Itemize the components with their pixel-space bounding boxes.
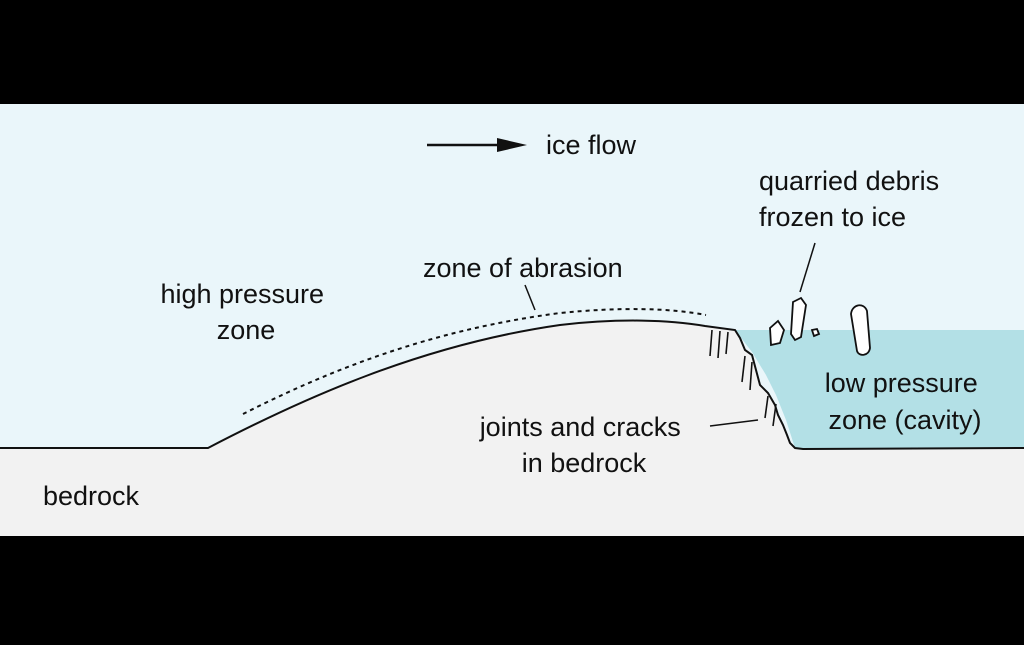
debris-leader-line (799, 242, 816, 293)
joints-line-2: in bedrock (522, 448, 647, 478)
abrasion-dashed-line (242, 308, 707, 415)
high-pressure-line-1: high pressure (160, 279, 324, 309)
low-pressure-line-1: low pressure (825, 368, 978, 398)
bedrock-area (0, 320, 1024, 536)
cavity-area (735, 330, 1024, 448)
bedrock-cracks (709, 329, 777, 427)
low-pressure-zone-label: low pressure zone (cavity) (825, 368, 986, 435)
quarried-debris-label: quarried debris frozen to ice (759, 166, 947, 232)
ice-flow-label: ice flow (546, 130, 637, 160)
zone-of-abrasion-label: zone of abrasion (423, 253, 623, 283)
ice-flow-arrow-icon (427, 138, 527, 152)
high-pressure-zone-label: high pressure zone (160, 279, 331, 345)
quarried-debris-line-2: frozen to ice (759, 202, 906, 232)
letterbox-bottom (0, 536, 1024, 640)
high-pressure-line-2: zone (217, 315, 276, 345)
joints-and-cracks-label: joints and cracks in bedrock (479, 412, 689, 478)
joints-line-1: joints and cracks (479, 412, 681, 442)
quarried-debris-line-1: quarried debris (759, 166, 939, 196)
abrasion-leader-line (524, 284, 536, 311)
letterbox-top (0, 0, 1024, 104)
bedrock-label: bedrock (43, 481, 140, 511)
low-pressure-line-2: zone (cavity) (828, 405, 981, 435)
quarried-debris-blocks (769, 296, 871, 356)
cracks-leader-line (709, 419, 759, 427)
bedrock-surface-line (0, 319, 1024, 451)
